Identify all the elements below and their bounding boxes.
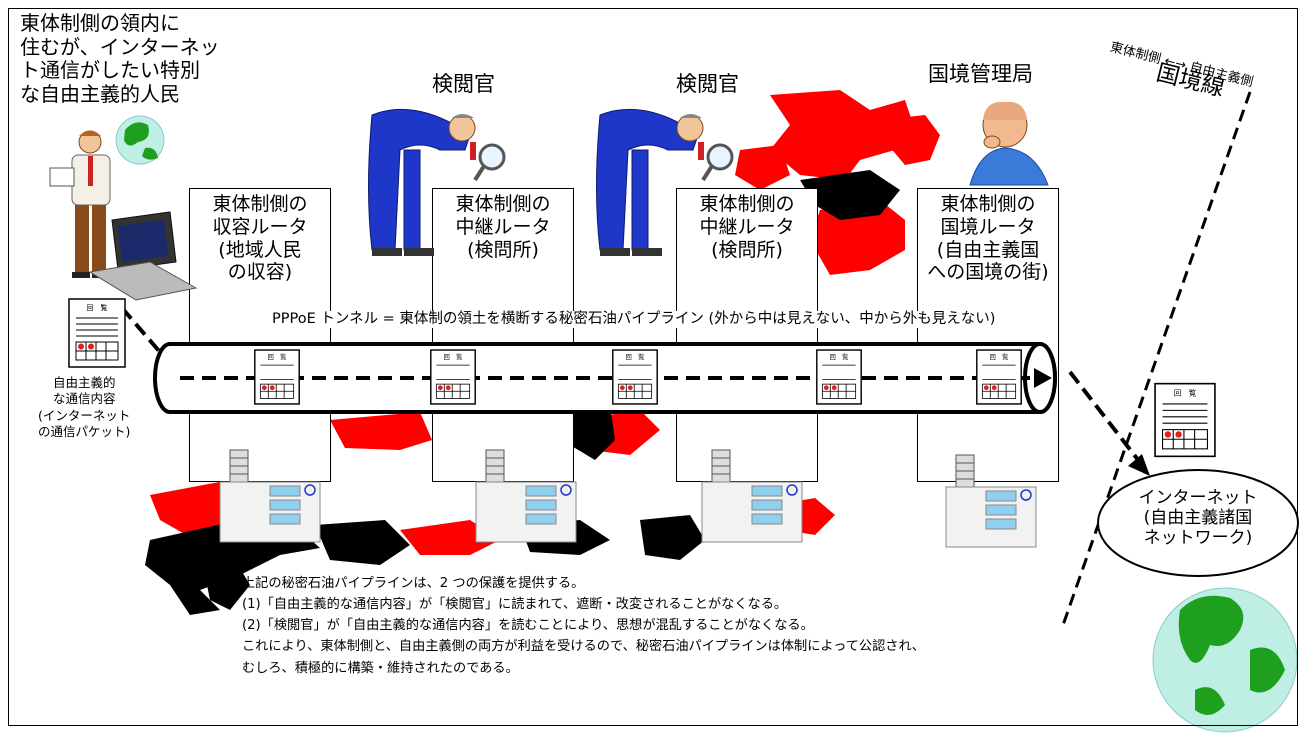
server-icon — [475, 449, 577, 543]
red-map-fragment — [770, 90, 915, 180]
document-title: 回 覧 — [444, 352, 464, 361]
explanation-line: これにより、東体制側と、自由主義側の両方が利益を受けるので、秘密石油パイプライン… — [242, 639, 925, 655]
red-map-fragment — [150, 480, 232, 540]
internet-label: インターネット (自由主義諸国 ネットワーク) — [1098, 488, 1298, 548]
router-box-border: 東体制側の 国境ルータ (自由主義国 への国境の街) — [917, 188, 1059, 482]
censor-label: 検閲官 — [432, 72, 495, 96]
document-icon: 回 覧 — [430, 349, 476, 405]
packet-path-arrowhead — [1034, 368, 1052, 388]
red-map-fragment — [880, 115, 940, 165]
server-icon — [945, 454, 1037, 548]
router-label-line: (地域人民 — [218, 238, 302, 261]
internet-cloud — [1097, 469, 1299, 577]
document-title: 回 覧 — [990, 352, 1010, 361]
router-label-line: (検問所) — [467, 238, 539, 261]
diagram-frame — [8, 8, 1298, 726]
router-label-line: 東体制側の — [699, 193, 795, 215]
document-icon: 回 覧 — [68, 298, 126, 368]
explanation-line: 上記の秘密石油パイプラインは、2 つの保護を提供する。 — [242, 576, 585, 591]
router-label-line: 東体制側の — [212, 193, 308, 215]
document-icon: 回 覧 — [816, 349, 862, 405]
router-label-line: 東体制側の — [940, 193, 1036, 215]
internet-label-line: ネットワーク) — [1143, 528, 1253, 549]
document-title: 回 覧 — [1174, 387, 1197, 397]
citizen-description: 東体制側の領内に 住むが、インターネッ ト通信がしたい特別 な自由主義的人民 — [20, 11, 220, 106]
payload-label: 自由主義的 な通信内容 (インターネット の通信パケット) — [38, 375, 130, 440]
black-map-fragment — [570, 405, 615, 460]
router-box-access: 東体制側の 収容ルータ (地域人民 の収容) — [189, 188, 331, 482]
citizen-line: 東体制側の領内に — [20, 11, 180, 35]
border-officer-figure — [969, 101, 1049, 186]
router-label-line: 収容ルータ — [212, 215, 308, 238]
red-map-fragment — [735, 145, 790, 190]
red-map-fragment — [330, 412, 432, 450]
citizen-line: な自由主義的人民 — [20, 81, 180, 106]
globe-icon-large — [1152, 587, 1298, 733]
document-icon: 回 覧 — [612, 349, 658, 405]
payload-label-line: の通信パケット) — [38, 423, 131, 439]
router-label-line: 東体制側の — [455, 193, 551, 215]
explanation-line: (1)「自由主義的な通信内容」が「検閲官」に読まれて、遮断・改変されることがなく… — [242, 597, 788, 613]
document-title: 回 覧 — [268, 352, 288, 361]
red-map-fragment — [810, 200, 905, 275]
censor-figure — [596, 108, 734, 256]
tunnel-label: PPPoE トンネル = 東体制の領土を横断する秘密石油パイプライン (外から中… — [272, 311, 996, 329]
router-label-line: 中継ルータ — [699, 215, 795, 238]
router-label-line: への国境の街) — [927, 261, 1049, 284]
payload-label-line: な通信内容 — [52, 391, 116, 407]
server-icon — [219, 449, 321, 543]
black-map-fragment — [205, 560, 250, 610]
document-title: 回 覧 — [830, 352, 850, 361]
router-label-line: (自由主義国 — [936, 238, 1040, 261]
exit-arrowhead — [1128, 454, 1150, 476]
document-icon: 回 覧 — [254, 349, 300, 405]
internet-label-line: インターネット — [1138, 488, 1258, 508]
document-title: 回 覧 — [87, 303, 108, 312]
internet-label-line: (自由主義諸国 — [1143, 508, 1253, 529]
router-label-line: の収容) — [227, 261, 293, 284]
black-map-fragment — [315, 520, 410, 565]
black-map-fragment — [800, 170, 900, 220]
explanation-text: 上記の秘密石油パイプラインは、2 つの保護を提供する。 (1)「自由主義的な通信… — [242, 573, 925, 679]
black-map-fragment — [640, 515, 705, 560]
censor-figure — [368, 108, 506, 256]
explanation-line: (2)「検閲官」が「自由主義的な通信内容」を読むことにより、思想が混乱することが… — [242, 618, 814, 634]
document-icon: 回 覧 — [1154, 382, 1216, 458]
document-icon: 回 覧 — [976, 349, 1022, 405]
payload-label-line: (インターネット — [38, 407, 131, 423]
citizen-figure — [49, 130, 111, 278]
citizen-line: ト通信がしたい特別 — [20, 58, 200, 83]
router-label-line: 中継ルータ — [455, 215, 551, 238]
router-box-relay-1: 東体制側の 中継ルータ (検問所) — [432, 188, 574, 482]
router-label-line: 国境ルータ — [940, 215, 1036, 238]
border-bureau-label: 国境管理局 — [928, 62, 1033, 86]
router-box-relay-2: 東体制側の 中継ルータ (検問所) — [676, 188, 818, 482]
payload-label-line: 自由主義的 — [52, 375, 116, 390]
laptop-icon — [88, 211, 198, 301]
server-icon — [701, 449, 803, 543]
explanation-line: むしろ、積極的に構築・維持されたのである。 — [242, 660, 519, 676]
document-title: 回 覧 — [626, 352, 646, 361]
citizen-line: 住むが、インターネッ — [20, 34, 220, 59]
censor-label: 検閲官 — [676, 72, 739, 96]
globe-icon — [115, 115, 165, 165]
red-map-fragment — [400, 520, 500, 555]
router-label-line: (検問所) — [711, 238, 783, 261]
